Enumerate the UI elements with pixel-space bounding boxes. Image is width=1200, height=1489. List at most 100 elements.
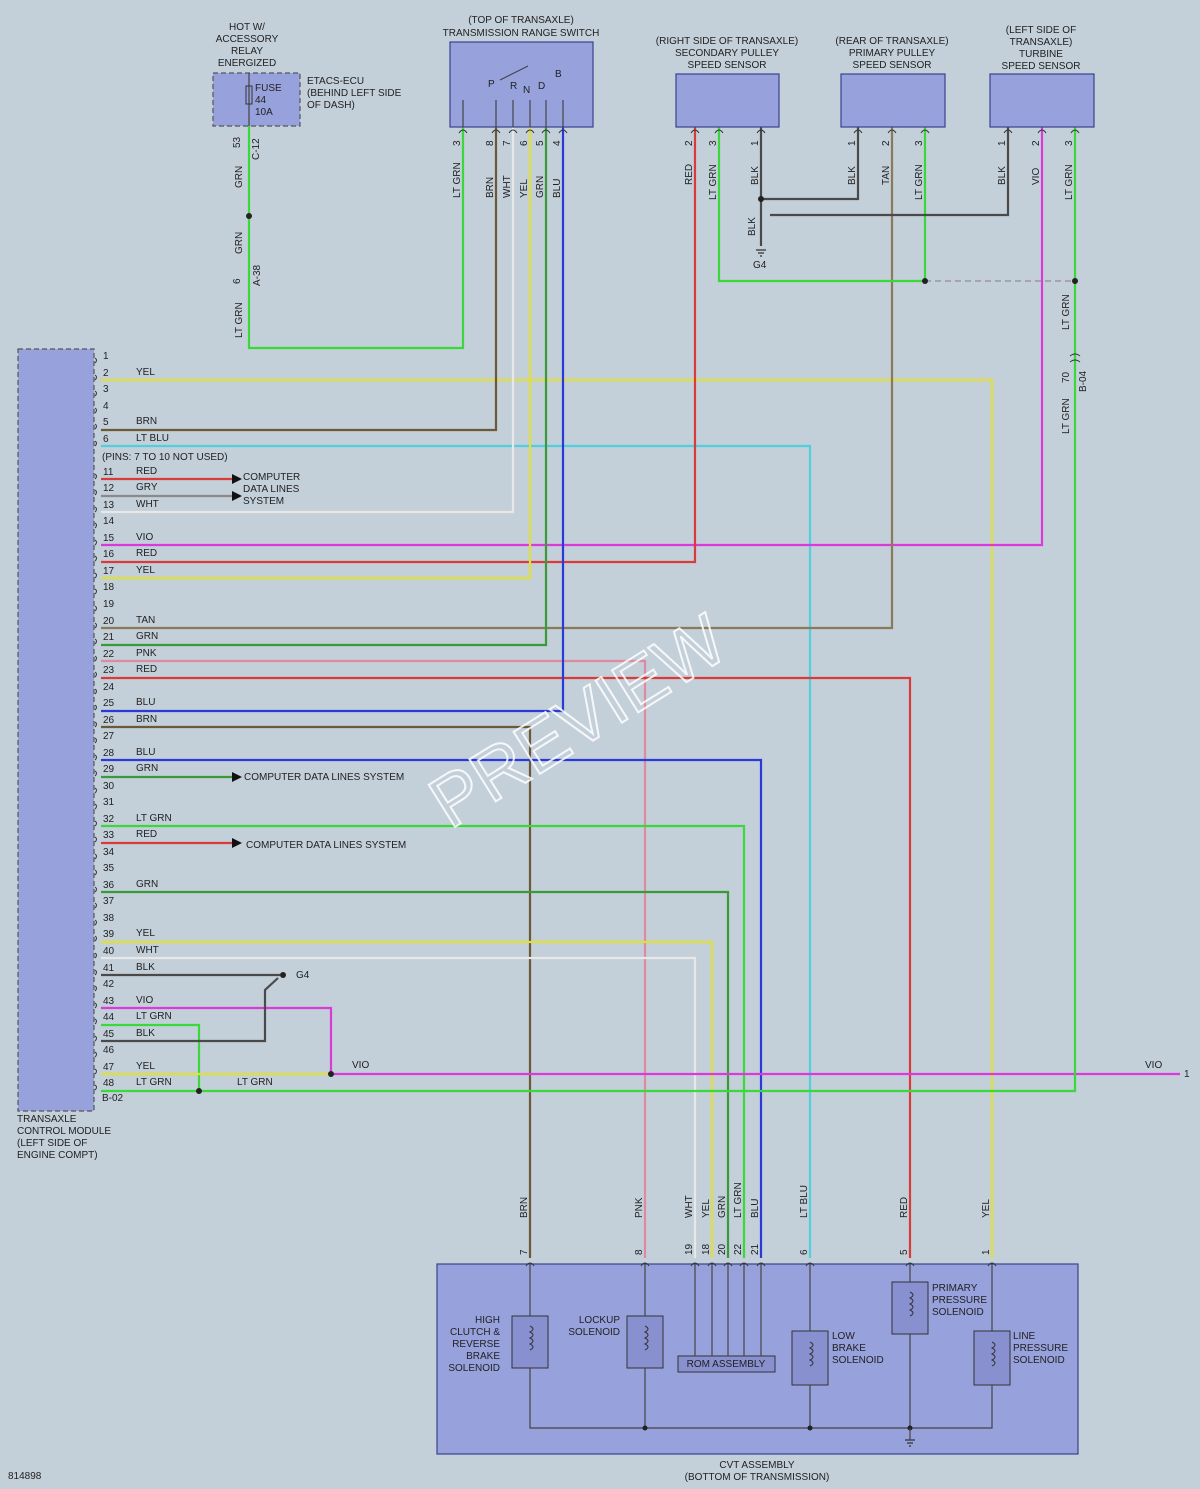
tcm-pin-21: 21: [103, 632, 115, 643]
cvt-wire-8: RED: [899, 1197, 910, 1218]
wire-lt-grn-25: [101, 1023, 201, 1091]
wire-blu-14: [101, 127, 565, 713]
wire-lt-grn-18: [101, 824, 746, 1258]
pin-connector-icon: [94, 754, 97, 761]
tcm-wire-label-15: VIO: [136, 532, 153, 543]
connector-b04: LT GRN 70 B-04 LT GRN: [1061, 294, 1089, 434]
pin-connector-icon: [1003, 129, 1013, 134]
fuse-header-1: HOT W/: [229, 22, 265, 33]
pin-connector-icon: [94, 655, 97, 662]
cvt-pin-20: 20: [717, 1243, 728, 1255]
sec-title-1: (RIGHT SIDE OF TRANSAXLE): [656, 36, 798, 47]
pin-connector-icon: [94, 671, 97, 678]
line-pressure-solenoid-icon: [973, 1330, 1011, 1386]
fuse-header-3: RELAY: [231, 46, 263, 57]
tcm-wire-label-23: RED: [136, 664, 157, 675]
turbine-speed-sensor: (LEFT SIDE OF TRANSAXLE) TURBINE SPEED S…: [989, 25, 1095, 128]
sec-sensor-box: [675, 73, 780, 128]
primary-pulley-speed-sensor: (REAR OF TRANSAXLE) PRIMARY PULLEY SPEED…: [835, 36, 949, 128]
tur-title-1: (LEFT SIDE OF: [1006, 25, 1076, 36]
tcm-pin-23: 23: [103, 665, 115, 676]
pin-connector-icon: [723, 1262, 733, 1267]
cvt-pin-1: 1: [981, 1249, 992, 1255]
line-label-2: PRESSURE: [1013, 1343, 1068, 1354]
pin-connector-icon: [94, 853, 97, 860]
tcm-box: [17, 348, 95, 1112]
pri-sensor-box: [840, 73, 946, 128]
wire-blk-26: [101, 977, 279, 1043]
trs-title-1: (TOP OF TRANSAXLE): [468, 15, 574, 26]
data-lines-2: COMPUTER DATA LINES SYSTEM: [244, 772, 404, 783]
trs-pin-7: 7: [502, 140, 513, 146]
pin-connector-icon: [94, 357, 97, 364]
splice-dot: [328, 1071, 334, 1077]
b04-wire-bottom: LT GRN: [1061, 398, 1072, 434]
sec_sensor-pin-1: 1: [750, 140, 761, 146]
vio-right-label: VIO: [1145, 1060, 1162, 1071]
ground-top-wire: BLK: [747, 217, 758, 236]
cvt-pin-6: 6: [799, 1249, 810, 1255]
pin-connector-icon: [640, 1262, 650, 1267]
secondary-pulley-speed-sensor: (RIGHT SIDE OF TRANSAXLE) SECONDARY PULL…: [656, 36, 798, 128]
tcm-pin-6: 6: [103, 434, 109, 445]
pin-connector-icon: [94, 1002, 97, 1009]
pin-connector-icon: [94, 820, 97, 827]
tcm-pin-38: 38: [103, 913, 115, 924]
tur_sensor-wire-1: VIO: [1031, 168, 1042, 185]
wire-lt-grn-29: [101, 127, 1077, 1093]
pin-connector-icon: [94, 869, 97, 876]
ground-g4-label: G4: [296, 970, 310, 981]
tcm-pin-44: 44: [103, 1012, 115, 1023]
pin-connector-icon: [94, 506, 97, 513]
pin-connector-icon: [94, 390, 97, 397]
pin-connector-icon: [94, 374, 97, 381]
etacs-label-1: ETACS-ECU: [307, 76, 364, 87]
pin-connector-icon: [690, 1262, 700, 1267]
wire-yel-21: [101, 940, 714, 1258]
tcm-wire-label-2: YEL: [136, 367, 155, 378]
data-lines-1b: DATA LINES: [243, 484, 300, 495]
tcm-wire-label-39: YEL: [136, 928, 155, 939]
tcm-wire-label-28: BLU: [136, 747, 155, 758]
tcm-wire-label-40: WHT: [136, 945, 159, 956]
trs-pin-5: 5: [535, 140, 546, 146]
pin-connector-icon: [756, 1262, 766, 1267]
trs-switch-arm: [499, 65, 529, 81]
cvt-pin-8: 8: [634, 1249, 645, 1255]
hc-label-3: REVERSE: [452, 1339, 500, 1350]
pri_sensor-pin-3: 3: [914, 140, 925, 146]
tcm-wire-label-43: VIO: [136, 995, 153, 1006]
cvt-title-2: (BOTTOM OF TRANSMISSION): [685, 1472, 830, 1483]
pin-connector-icon: [920, 129, 930, 134]
splice-dot: [1072, 278, 1078, 284]
etacs-ecu-box: [212, 72, 301, 127]
arrow-icon: [232, 838, 242, 848]
a38-pin-6: 6: [232, 278, 243, 284]
tur_sensor-pin-1: 1: [997, 140, 1008, 146]
wire-brn-2: [101, 127, 498, 432]
pin-connector-icon: [1070, 129, 1080, 134]
tcm-wire-label-5: BRN: [136, 416, 157, 427]
pin-connector-icon: [714, 129, 724, 134]
pin-connector-icon: [94, 919, 97, 926]
tcm-pin-13: 13: [103, 500, 115, 511]
tcm-pin-40: 40: [103, 946, 115, 957]
pin-connector-icon: [94, 721, 97, 728]
pin-connector-icon: [94, 836, 97, 843]
pin-connector-icon: [541, 129, 551, 134]
wire-yel-1: [101, 378, 994, 1258]
pin-connector-icon: [525, 129, 535, 134]
ground-top-label: G4: [753, 260, 767, 271]
pri_sensor-wire-1: TAN: [881, 166, 892, 185]
trs-title-2: TRANSMISSION RANGE SWITCH: [443, 28, 600, 39]
pri-title-2: PRIMARY PULLEY: [849, 48, 936, 59]
tcm-pin-16: 16: [103, 549, 115, 560]
pin-connector-icon: [690, 129, 700, 134]
pri_sensor-wire-0: BLK: [847, 166, 858, 185]
pin-connector-icon: [94, 440, 97, 447]
tcm-pin-22: 22: [103, 649, 115, 660]
pin-connector-icon: [94, 770, 97, 777]
tcm-pin-43: 43: [103, 996, 115, 1007]
pin-connector-icon: [508, 129, 518, 134]
trs-wire-2: WHT: [502, 175, 513, 198]
